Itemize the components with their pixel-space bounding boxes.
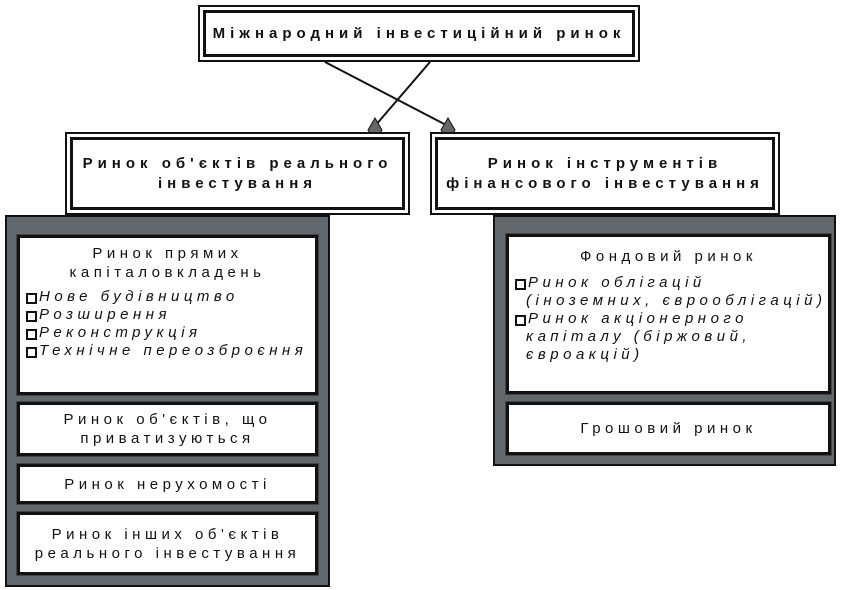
left-header-node: Ринок об'єктів реального інвестування <box>65 132 410 215</box>
bullet-icon <box>26 347 37 358</box>
root-title: Міжнародний інвестиційний ринок <box>203 10 635 57</box>
bullet-icon <box>26 329 37 340</box>
list-item: Ринок акціонерного <box>515 310 828 328</box>
right-header-node: Ринок інструментів фінансового інвестува… <box>430 132 780 215</box>
direct-title-line2: капіталовкладень <box>69 264 266 281</box>
left-title-line2: інвестування <box>157 174 318 192</box>
real-estate-box: Ринок нерухомості <box>17 464 318 504</box>
list-item: Розширення <box>26 306 315 324</box>
money-market-box: Грошовий ринок <box>506 402 831 455</box>
left-title-line1: Ринок об'єктів реального <box>82 154 393 172</box>
stock-market-box: Фондовий ринок Ринок облігацій (іноземни… <box>506 234 831 394</box>
other-objects-box: Ринок інших об'єктів реального інвестува… <box>17 512 318 575</box>
privatized-line1: Ринок об'єктів, що <box>63 411 272 428</box>
real-estate-label: Ринок нерухомості <box>64 475 271 493</box>
other-line2: реального інвестування <box>34 544 301 562</box>
direct-title-line1: Ринок прямих <box>92 245 243 262</box>
bullet-icon <box>515 279 526 290</box>
privatized-box: Ринок об'єктів, що приватизуються <box>17 402 318 456</box>
list-item: Реконструкція <box>26 324 315 342</box>
right-title-line2: фінансового інвестування <box>446 174 764 192</box>
connector-line-left <box>374 61 431 127</box>
list-item-continuation: (іноземних, єврооблігацій) <box>526 292 827 309</box>
list-item-continuation: капіталу (біржовий, <box>526 328 752 345</box>
bullet-icon <box>515 315 526 326</box>
bullet-icon <box>26 293 37 304</box>
connector-line-right <box>324 61 449 127</box>
root-node: Міжнародний інвестиційний ринок <box>198 5 640 62</box>
privatized-line2: приватизуються <box>80 430 255 447</box>
list-item: Технічне переозброєння <box>26 342 315 360</box>
stock-title: Фондовий ринок <box>580 248 757 265</box>
list-item: Нове будівництво <box>26 288 315 306</box>
money-market-label: Грошовий ринок <box>580 420 757 437</box>
list-item: Ринок облігацій <box>515 274 828 292</box>
direct-investment-box: Ринок прямих капіталовкладень Нове будів… <box>17 235 318 395</box>
other-line1: Ринок інших об'єктів <box>51 525 284 543</box>
list-item-continuation: євроакцій) <box>526 346 644 363</box>
bullet-icon <box>26 311 37 322</box>
right-title-line1: Ринок інструментів <box>487 154 723 172</box>
